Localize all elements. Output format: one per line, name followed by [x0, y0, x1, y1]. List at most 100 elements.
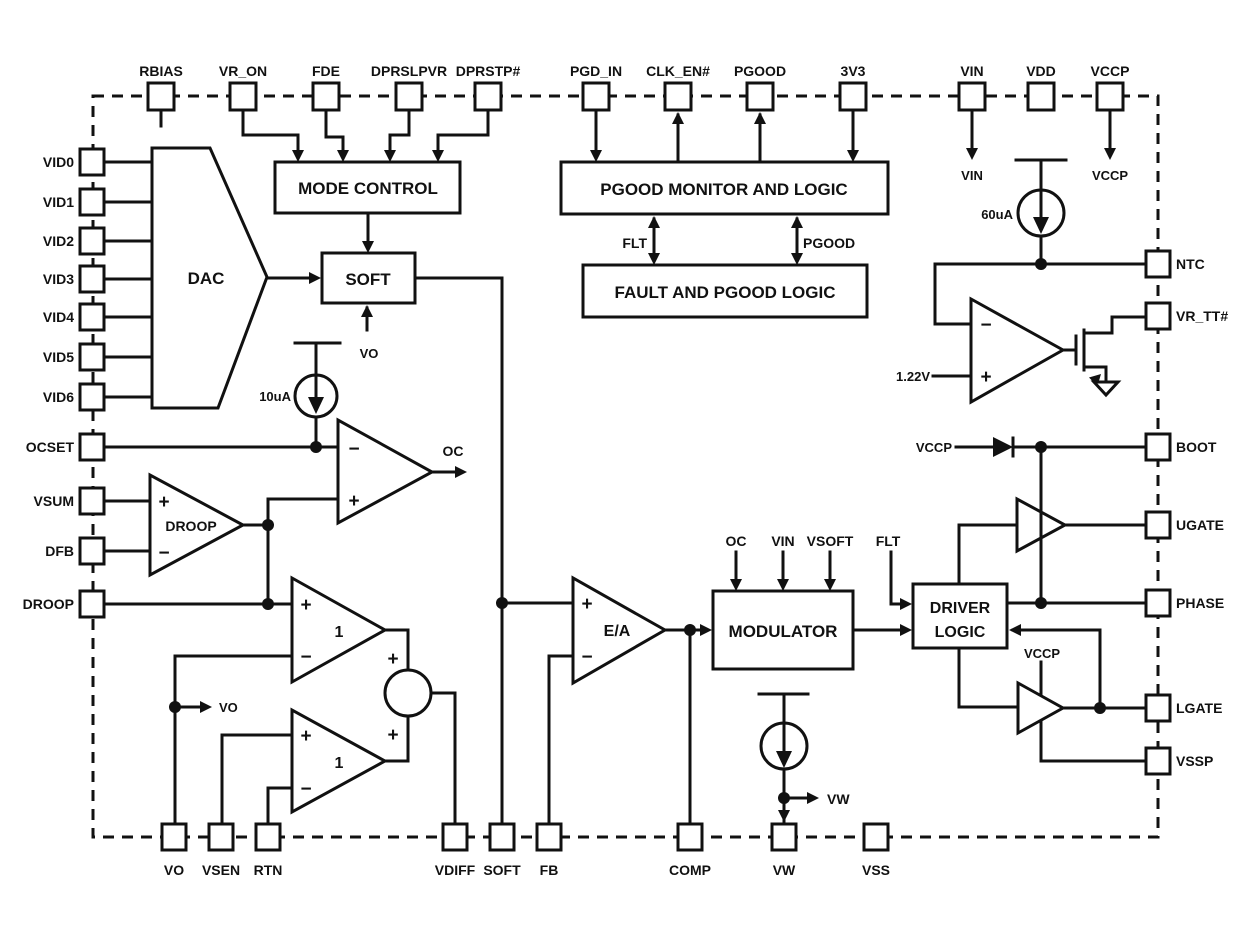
pin-label-phase: PHASE: [1176, 595, 1224, 611]
wires: [102, 108, 1148, 826]
bottom-pins: VO VSEN RTN VDIFF SOFT FB COMP VW VSS: [160, 822, 890, 878]
pin-label-vdd: VDD: [1026, 63, 1056, 79]
junction-vo: [169, 701, 181, 713]
pgood-monitor-block: [559, 160, 890, 216]
arrow-pgood-mid-up: [791, 216, 803, 228]
pin-vid6: [78, 382, 106, 412]
summer-circle: [383, 668, 433, 718]
junction-ocset-10ua: [310, 441, 322, 453]
pin-rtn: [254, 822, 282, 852]
diode-triangle: [993, 437, 1013, 457]
pin-ocset: [78, 432, 106, 462]
pin-label-dprstp: DPRSTP#: [456, 63, 521, 79]
wire-sum-out: [429, 691, 457, 826]
source-arrowhead-60ua: [1033, 217, 1049, 234]
left-pins: VID0 VID1 VID2 VID3 VID4 VID5 VID6 OCSET…: [23, 147, 106, 619]
pin-label-ugate: UGATE: [1176, 517, 1224, 533]
ea-plus: +: [581, 594, 592, 615]
arrow-vo-tap: [200, 701, 212, 713]
pin-vsen: [207, 822, 235, 852]
pin-dfb: [78, 536, 106, 566]
pin-vssp: [1144, 746, 1172, 776]
arrow-mode-to-soft: [362, 241, 374, 253]
pin-vid4: [78, 302, 106, 332]
lgate-buffer: [1016, 680, 1067, 736]
junction-boot: [1035, 441, 1047, 453]
pin-vid3: [78, 264, 106, 294]
label-mod-oc: OC: [726, 533, 747, 549]
label-ref-1v22: 1.22V: [896, 369, 930, 384]
pin-label-boot: BOOT: [1176, 439, 1217, 455]
arrow-dac-to-soft: [309, 272, 321, 284]
wire-dprslpvr: [388, 108, 411, 158]
boot-diode: [993, 436, 1015, 458]
pin-label-3v3: 3V3: [841, 63, 866, 79]
arrow-into-mode-3: [384, 150, 396, 162]
label-vo-tap: VO: [219, 700, 238, 715]
arrow-clk-en-up: [672, 112, 684, 124]
blocks: [150, 146, 1009, 671]
label-vccp-internal: VCCP: [1092, 168, 1128, 183]
pin-vsum: [78, 486, 106, 516]
fault-logic-block: [581, 263, 869, 319]
wire-vr-on: [241, 108, 300, 158]
junction-ea-comp: [684, 624, 696, 636]
junction-droop-pin: [262, 598, 274, 610]
pin-label-vid3: VID3: [43, 271, 74, 287]
droop-amp: [148, 472, 247, 578]
soft-label: SOFT: [345, 270, 391, 289]
pin-label-vccp: VCCP: [1091, 63, 1130, 79]
wire-vid-bus: [102, 160, 154, 399]
pin-label-clk-en: CLK_EN#: [646, 63, 710, 79]
arrow-3v3: [847, 150, 859, 162]
arrow-lgate-feedback: [1009, 624, 1021, 636]
label-mod-vsoft: VSOFT: [807, 533, 854, 549]
wire-flt-in: [889, 550, 909, 606]
droop-amp-label: DROOP: [165, 518, 216, 534]
wire-oc-plus: [266, 497, 340, 606]
label-60ua: 60uA: [981, 207, 1013, 222]
pin-label-vid1: VID1: [43, 194, 74, 210]
arrow-into-mode-1: [292, 150, 304, 162]
pin-label-lgate: LGATE: [1176, 700, 1222, 716]
wire-mosfet: [1074, 315, 1148, 382]
pin-label-vr-tt: VR_TT#: [1176, 308, 1228, 324]
wire-buf1-minus: [173, 654, 294, 826]
arrow-oc-out: [455, 466, 467, 478]
label-pgood-between: PGOOD: [803, 235, 855, 251]
arrow-vin-internal: [966, 148, 978, 160]
arrow-pgd-in: [590, 150, 602, 162]
oc-plus: +: [348, 491, 359, 512]
ground-symbol: [1090, 380, 1122, 398]
pin-label-comp: COMP: [669, 862, 711, 878]
summer-plus-top: +: [387, 649, 398, 670]
signal-labels: 10uA 60uA VO VO VW OC FLT PGOOD OC VIN V…: [219, 168, 1128, 807]
pin-dprslpvr: [394, 81, 424, 112]
pin-vccp: [1095, 81, 1125, 112]
pin-label-fb: FB: [540, 862, 559, 878]
wire-buf2-out: [383, 714, 410, 763]
driver-logic-label-2: LOGIC: [935, 624, 986, 641]
pin-vr-on: [228, 81, 258, 112]
pin-label-vssp: VSSP: [1176, 753, 1213, 769]
error-amp-label: E/A: [604, 623, 631, 640]
wire-dprstp: [436, 108, 490, 158]
pin-vdiff: [441, 822, 469, 852]
modulator-label: MODULATOR: [729, 622, 838, 641]
block-labels: DAC MODE CONTROL SOFT PGOOD MONITOR AND …: [165, 179, 990, 772]
pin-vr-tt: [1144, 301, 1172, 331]
droop-minus: −: [158, 543, 169, 564]
wire-buf2-plus: [220, 733, 294, 826]
right-pins: NTC VR_TT# BOOT UGATE PHASE LGATE VSSP: [1144, 249, 1228, 776]
label-mod-flt: FLT: [876, 533, 901, 549]
buf1-plus: +: [300, 595, 311, 616]
top-pins: RBIAS VR_ON FDE DPRSLPVR DPRSTP# PGD_IN …: [139, 63, 1130, 112]
wire-buf1-out: [383, 628, 410, 672]
driver-logic-label-1: DRIVER: [930, 600, 991, 617]
pin-vid5: [78, 342, 106, 372]
junction-ntc: [1035, 258, 1047, 270]
soft-block: [320, 251, 417, 305]
junction-droop-out: [262, 519, 274, 531]
pin-vss: [862, 822, 890, 852]
